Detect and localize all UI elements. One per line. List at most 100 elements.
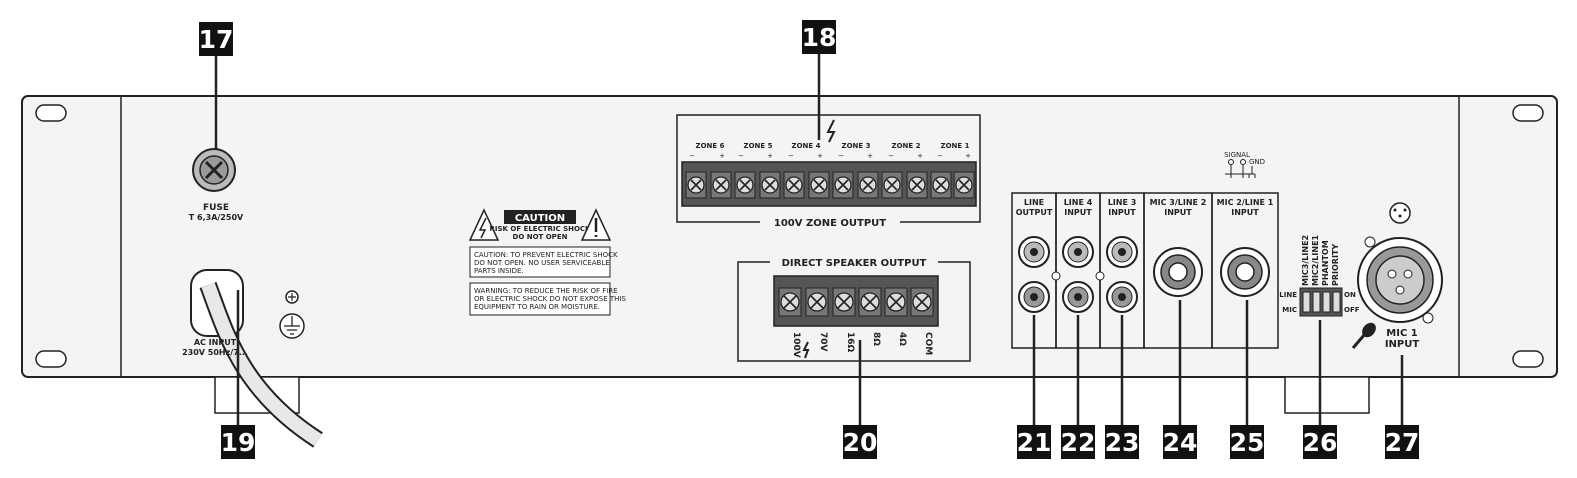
- microphone-icon: [1351, 333, 1367, 349]
- fuse-cross-icon: [204, 160, 224, 180]
- callout-number: 24: [1163, 428, 1198, 457]
- xlr-mount-screw: [1422, 312, 1434, 324]
- callout-badges: 17 18 19 20 21 22 23 24 25 26 27: [199, 20, 1419, 459]
- polarity-plus: +: [817, 152, 823, 160]
- terminal-screw-icon: [906, 171, 928, 199]
- chassis: [21, 95, 1558, 378]
- terminal-screw-icon: [710, 171, 732, 199]
- terminal-screw-icon: [858, 287, 882, 317]
- mic2-label-1: MIC 2/LINE 1: [1217, 198, 1274, 207]
- dip-switch: [1312, 291, 1321, 313]
- dip-labels: MIC3/LINE2 MIC2/LINE1 PHANTOM PRIORITY: [1301, 234, 1340, 286]
- small-screw-icon: [1051, 271, 1061, 281]
- zone-output-title: 100V ZONE OUTPUT: [774, 218, 886, 229]
- callout-badge: 17: [199, 22, 233, 56]
- fuse-rating: T 6,3A/250V: [189, 213, 244, 222]
- terminal-screw-icon: [808, 171, 830, 199]
- polarity-minus: −: [937, 152, 943, 160]
- polarity-plus: +: [767, 152, 773, 160]
- dip-off-label: OFF: [1344, 306, 1360, 314]
- zone-label: ZONE 6: [696, 142, 725, 150]
- zone-polarity-labels: − + − + − + − + − + − +: [689, 152, 971, 160]
- mount-slot: [1512, 350, 1544, 368]
- caution-header-box: [504, 210, 576, 224]
- caution-box: [469, 246, 611, 278]
- fuse-title: FUSE: [203, 203, 229, 213]
- polarity-minus: −: [738, 152, 744, 160]
- tap-label: 16Ω: [845, 332, 855, 353]
- input-panels: [1011, 192, 1279, 349]
- callout-lines: [214, 52, 1404, 425]
- caution-sub1: RISK OF ELECTRIC SHOCK: [490, 225, 592, 233]
- terminal-screw-icon: [881, 171, 903, 199]
- dip-switch: [1332, 291, 1341, 313]
- callout-badge: 23: [1105, 425, 1140, 459]
- earth-ground-symbol: [284, 316, 300, 335]
- zone-terminal-screws: [685, 171, 975, 199]
- terminal-screw-icon: [832, 171, 854, 199]
- direct-tap-labels: 100V 70V 16Ω 8Ω 4Ω COM: [791, 332, 933, 358]
- polarity-minus: −: [838, 152, 844, 160]
- zone-label: ZONE 3: [842, 142, 871, 150]
- caution-text-3: PARTS INSIDE.: [474, 267, 524, 275]
- line4-label-2: INPUT: [1064, 208, 1092, 217]
- gnd-label: GND: [1249, 158, 1265, 166]
- dip-label: PRIORITY: [1331, 244, 1340, 286]
- microphone-head: [1362, 322, 1376, 338]
- direct-output-title: DIRECT SPEAKER OUTPUT: [782, 258, 927, 269]
- callout-number: 20: [843, 428, 878, 457]
- polarity-minus: −: [888, 152, 894, 160]
- terminal-screw-icon: [759, 171, 781, 199]
- rca-jack-icon: [1018, 281, 1050, 313]
- terminal-screw-icon: [857, 171, 879, 199]
- terminal-screw-icon: [832, 287, 856, 317]
- tap-label: 70V: [818, 332, 828, 352]
- tap-label: 8Ω: [871, 332, 881, 346]
- line-output-label-2: OUTPUT: [1016, 208, 1053, 217]
- warning-text-2: OR ELECTRIC SHOCK DO NOT EXPOSE THIS: [474, 295, 626, 303]
- callout-number: 22: [1061, 428, 1096, 457]
- caution-header: CAUTION: [515, 213, 565, 224]
- small-screw-icon: [1095, 271, 1105, 281]
- callout-number: 21: [1017, 428, 1052, 457]
- direct-hv-bolt-icon: [802, 341, 810, 359]
- dip-label: PHANTOM: [1321, 240, 1330, 286]
- dip-switch: [1302, 291, 1311, 313]
- zone-label: ZONE 4: [792, 142, 821, 150]
- polarity-plus: +: [719, 152, 725, 160]
- terminal-screw-icon: [685, 171, 707, 199]
- combo-jack-icon: [1153, 247, 1203, 297]
- mic1-label-1: MIC 1: [1386, 328, 1417, 339]
- callout-badge: 25: [1230, 425, 1264, 459]
- callout-badge: 26: [1303, 425, 1337, 459]
- dip-label: MIC3/LINE2: [1301, 235, 1310, 286]
- terminal-screw-icon: [778, 287, 802, 317]
- callout-number: 23: [1105, 428, 1140, 457]
- rca-jack-icon: [1106, 281, 1138, 313]
- dip-switches: [1302, 291, 1341, 313]
- signal-label: SIGNAL: [1224, 151, 1250, 159]
- tap-label: COM: [923, 332, 933, 355]
- callout-badge: 21: [1017, 425, 1052, 459]
- warning-text-3: EQUIPMENT TO RAIN OR MOISTURE.: [474, 303, 600, 311]
- mount-slot: [35, 350, 67, 368]
- dip-line-label: LINE: [1279, 291, 1297, 299]
- shock-bolt: [478, 217, 487, 239]
- zone-label: ZONE 2: [892, 142, 921, 150]
- ac-cable-fill: [201, 282, 322, 446]
- callout-number: 18: [802, 23, 837, 52]
- callout-badge: 18: [802, 20, 837, 54]
- tap-label: 4Ω: [897, 332, 907, 346]
- terminal-screw-icon: [734, 171, 756, 199]
- mic3-label-1: MIC 3/LINE 2: [1150, 198, 1207, 207]
- shock-warning-icon: [468, 208, 500, 241]
- caution-sub2: DO NOT OPEN: [513, 233, 568, 241]
- zone-title-gap: [760, 215, 900, 229]
- line-output-label-1: LINE: [1024, 198, 1044, 207]
- signal-ground-icon: [1225, 159, 1256, 178]
- rca-jack-icon: [1106, 236, 1138, 268]
- zone-label: ZONE 1: [941, 142, 970, 150]
- direct-terminal-screws: [778, 287, 934, 317]
- tap-label: 100V: [791, 332, 801, 358]
